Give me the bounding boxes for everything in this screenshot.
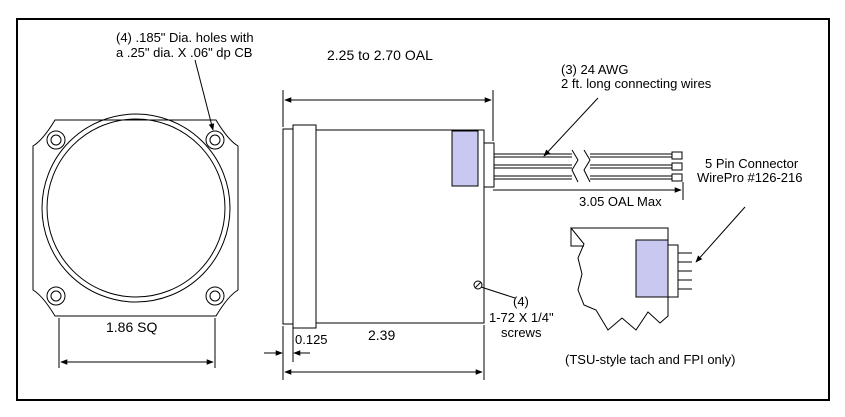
detail-view	[569, 206, 746, 331]
bezel-outer-circle	[41, 113, 231, 303]
gauge-body	[315, 129, 485, 324]
screw-slot	[474, 281, 482, 289]
holes-label-line2: a .25" dia. X .06" dp CB	[116, 45, 252, 60]
screw-head	[473, 280, 483, 290]
screws-leader	[480, 286, 516, 299]
mount-hole-bl	[46, 286, 66, 306]
oal-label: 2.25 to 2.70 OAL	[327, 47, 433, 63]
sq-label: 1.86 SQ	[106, 319, 157, 335]
holes-leader	[194, 59, 215, 131]
wire-break-left	[571, 149, 579, 183]
wire-3-tip	[671, 173, 683, 182]
thickness-label: 0.125	[295, 332, 328, 347]
body-length-label: 2.39	[368, 327, 395, 343]
mount-hole-br-inner	[209, 290, 221, 302]
note-label: (TSU-style tach and FPI only)	[565, 352, 736, 367]
connector-label-line2: WirePro #126-216	[697, 170, 803, 185]
flange-outline	[32, 119, 239, 317]
mount-hole-tl-inner	[50, 134, 62, 146]
border-frame	[16, 18, 830, 401]
connector-label-line1: 5 Pin Connector	[705, 156, 799, 171]
mount-hole-tr-inner	[209, 134, 221, 146]
mount-hole-bl-inner	[50, 290, 62, 302]
oal-max-label: 3.05 OAL Max	[579, 194, 662, 209]
panel-cutaway	[569, 227, 669, 331]
holes-label-line1: (4) .185" Dia. holes with	[116, 30, 254, 45]
front-plate-outer	[282, 128, 294, 325]
wires-label-line1: (3) 24 AWG	[561, 62, 628, 77]
connector-leader	[695, 206, 746, 263]
detail-connector-block	[635, 239, 669, 298]
wire-1-tip	[671, 151, 683, 160]
side-view	[264, 90, 684, 380]
detail-housing	[667, 244, 679, 298]
wires-label-line2: 2 ft. long connecting wires	[561, 76, 712, 91]
wire-break-right	[583, 149, 591, 183]
screws-label-line1: (4)	[513, 294, 529, 309]
bezel-inner-circle	[46, 118, 226, 298]
front-plate	[292, 124, 317, 329]
wire-2-tip	[671, 162, 683, 171]
panel-cutaway-edge	[570, 228, 584, 247]
mount-hole-tl	[46, 130, 66, 150]
wire-grommet	[483, 142, 495, 188]
wires-leader	[543, 97, 599, 157]
mount-hole-tr	[205, 130, 225, 150]
rear-connector-block	[451, 130, 479, 187]
front-view	[32, 59, 239, 368]
screws-label-line3: screws	[501, 325, 542, 340]
screws-label-line2: 1-72 X 1/4"	[489, 310, 554, 325]
mount-hole-br	[205, 286, 225, 306]
